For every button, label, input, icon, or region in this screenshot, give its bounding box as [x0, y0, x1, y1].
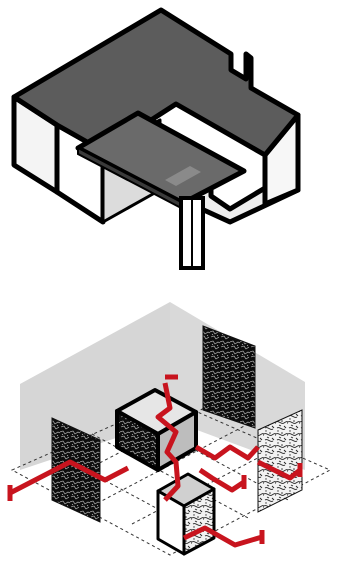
exploded-diagram: [10, 302, 330, 555]
massing-diagram: [14, 10, 298, 268]
lower-cube: [158, 474, 214, 554]
texture-panel-back: [203, 326, 255, 428]
